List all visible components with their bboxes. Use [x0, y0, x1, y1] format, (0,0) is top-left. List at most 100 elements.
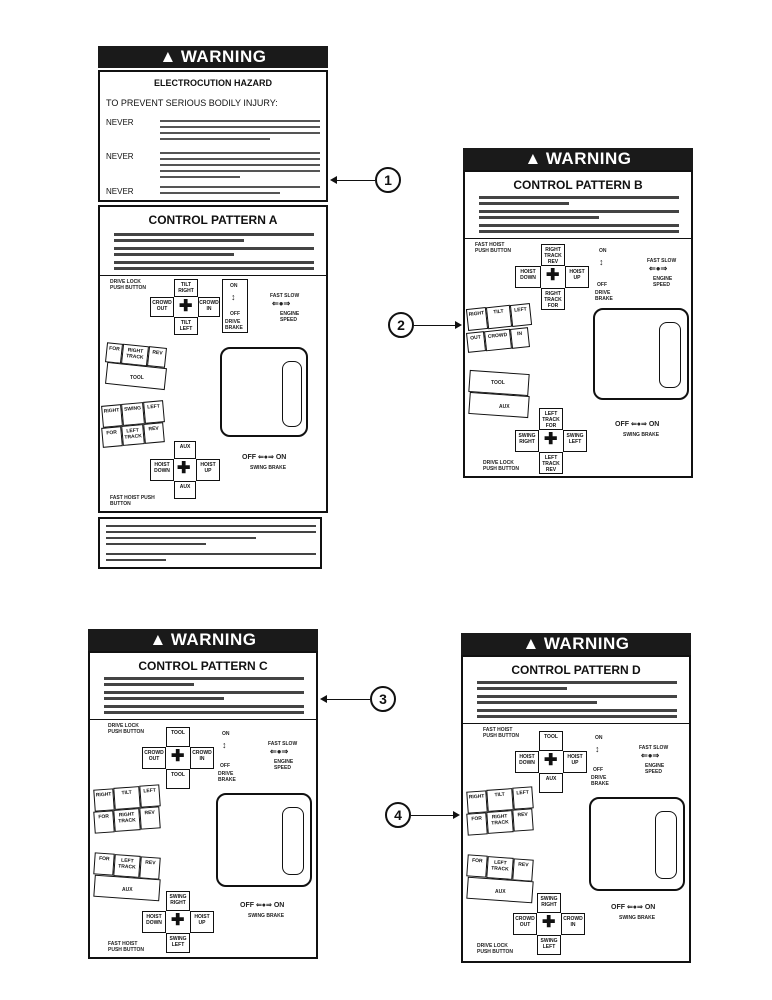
fine-print — [160, 138, 270, 140]
callout-3-leader — [326, 699, 370, 700]
operator-seat-icon — [216, 793, 312, 887]
speed-arrows-icon: ⇐●⇒ — [641, 751, 660, 760]
instruction-line — [114, 239, 244, 242]
warning-banner: ▲WARNING — [98, 46, 328, 68]
left-track-cell: LEFT TRACK — [113, 854, 141, 878]
warning-banner: ▲WARNING — [461, 633, 691, 655]
drive-lock-label: DRIVE LOCK PUSH BUTTON — [108, 723, 145, 735]
hoist-up-cell: HOIST UP — [196, 459, 220, 481]
speed-arrows-icon: ⇐●⇒ — [649, 264, 668, 273]
rev-cell-2: REV — [512, 858, 534, 882]
instruction-line — [477, 701, 597, 704]
for-cell-2: FOR — [93, 852, 115, 876]
crowd-in-cell: CROWD IN — [561, 913, 585, 935]
swing-cell: SWING — [121, 402, 145, 426]
off-label: OFF — [593, 767, 603, 773]
pattern-d-panel: CONTROL PATTERN D FAST HOIST PUSH BUTTON… — [461, 655, 691, 963]
on-label: ON — [230, 283, 238, 289]
right-cell: RIGHT — [465, 307, 489, 331]
callout-2: 2 — [388, 312, 414, 338]
warning-text: WARNING — [545, 149, 632, 168]
instruction-line — [104, 677, 304, 680]
callout-4-leader — [411, 815, 453, 816]
fine-print — [160, 132, 320, 134]
right-cell: RIGHT — [101, 404, 123, 428]
off-label: OFF — [230, 311, 240, 317]
hoist-down-cell: HOIST DOWN — [515, 751, 539, 773]
instruction-line — [114, 253, 234, 256]
callout-1-leader — [336, 180, 375, 181]
callout-1: 1 — [375, 167, 401, 193]
for-cell-2: FOR — [466, 854, 488, 878]
tool-top-cell: TOOL — [166, 727, 190, 747]
pattern-b-panel: CONTROL PATTERN B FAST HOIST PUSH BUTTON… — [463, 170, 693, 478]
engine-speed-label: ENGINE SPEED — [653, 276, 673, 288]
hoist-down-cell: HOIST DOWN — [515, 266, 541, 288]
on-label: ON — [595, 735, 603, 741]
tool-label: TOOL — [491, 380, 505, 386]
tool-label: TOOL — [130, 375, 144, 381]
notice-line — [106, 559, 166, 561]
joystick-cross-icon: ✚ — [171, 912, 185, 929]
hazard-title: ELECTROCUTION HAZARD — [154, 78, 272, 88]
drive-brake-label: DRIVE BRAKE — [595, 290, 613, 302]
fast-hoist-label: FAST HOIST PUSH BUTTON — [483, 727, 520, 739]
out-cell: OUT — [466, 331, 486, 353]
rev-cell-2: REV — [139, 856, 161, 880]
hoist-up-cell: HOIST UP — [565, 266, 589, 288]
instruction-line — [114, 247, 314, 250]
on-label: ON — [599, 248, 607, 254]
swing-brake-label: SWING BRAKE — [250, 465, 287, 471]
swing-brake-arrows-icon: OFF ⇐●⇒ ON — [240, 902, 285, 909]
swing-brake-arrows-icon: OFF ⇐●⇒ ON — [611, 904, 656, 911]
drive-brake-label: DRIVE BRAKE — [225, 319, 243, 331]
callout-1-arrow-icon — [330, 176, 337, 184]
left-track-cell: LEFT TRACK — [121, 424, 145, 446]
fine-print — [160, 192, 280, 194]
swing-brake-label: SWING BRAKE — [619, 915, 656, 921]
for-cell-2: FOR — [101, 426, 123, 448]
swing-brake-label: SWING BRAKE — [248, 913, 285, 919]
instruction-line — [104, 683, 194, 686]
fine-print — [160, 120, 320, 122]
fine-print — [160, 176, 240, 178]
fast-slow-label: FAST SLOW — [647, 258, 677, 264]
right-track-cell: RIGHT TRACK — [113, 808, 141, 832]
fast-slow-label: FAST SLOW — [268, 741, 298, 747]
prevent-text: TO PREVENT SERIOUS BODILY INJURY: — [106, 98, 278, 108]
pattern-a-panel: CONTROL PATTERN A DRIVE LOCK PUSH BUTTON… — [98, 205, 328, 513]
instruction-line — [477, 687, 567, 690]
joystick-cross-icon: ✚ — [171, 748, 185, 765]
never-3: NEVER — [106, 187, 134, 196]
fine-print — [160, 170, 320, 172]
aux-label: AUX — [122, 887, 133, 893]
warning-triangle-icon: ▲ — [524, 149, 542, 168]
joystick-cross-icon: ✚ — [544, 431, 558, 448]
engine-speed-label: ENGINE SPEED — [645, 763, 665, 775]
left-cell: LEFT — [139, 784, 161, 808]
hoist-down-cell: HOIST DOWN — [142, 911, 166, 933]
joystick-cross-icon: ✚ — [542, 914, 556, 931]
drive-lock-label: DRIVE LOCK PUSH BUTTON — [110, 279, 147, 291]
instruction-line — [479, 196, 679, 199]
left-cell: LEFT — [512, 786, 534, 810]
tilt-cell: TILT — [486, 788, 514, 812]
callout-3-arrow-icon — [320, 695, 327, 703]
for-cell: FOR — [466, 812, 488, 836]
crowd-cell: CROWD — [484, 328, 512, 352]
hoist-down-cell: HOIST DOWN — [150, 459, 174, 481]
fine-print — [160, 126, 320, 128]
operator-seat-icon — [220, 347, 308, 437]
warning-triangle-icon: ▲ — [522, 634, 540, 653]
drive-brake-label: DRIVE BRAKE — [218, 771, 236, 783]
swing-brake-arrows-icon: OFF ⇐●⇒ ON — [615, 421, 660, 428]
swing-right-cell: SWING RIGHT — [537, 893, 561, 913]
aux-bottom-cell: AUX — [174, 481, 196, 499]
aux-top-cell: AUX — [174, 441, 196, 459]
speed-arrows-icon: ⇐●⇒ — [272, 299, 291, 308]
tool-bottom-cell: TOOL — [166, 769, 190, 789]
notice-line — [106, 525, 316, 527]
pattern-title: CONTROL PATTERN A — [148, 213, 278, 227]
right-cell: RIGHT — [466, 790, 488, 814]
tool-cell: TOOL — [539, 731, 563, 751]
